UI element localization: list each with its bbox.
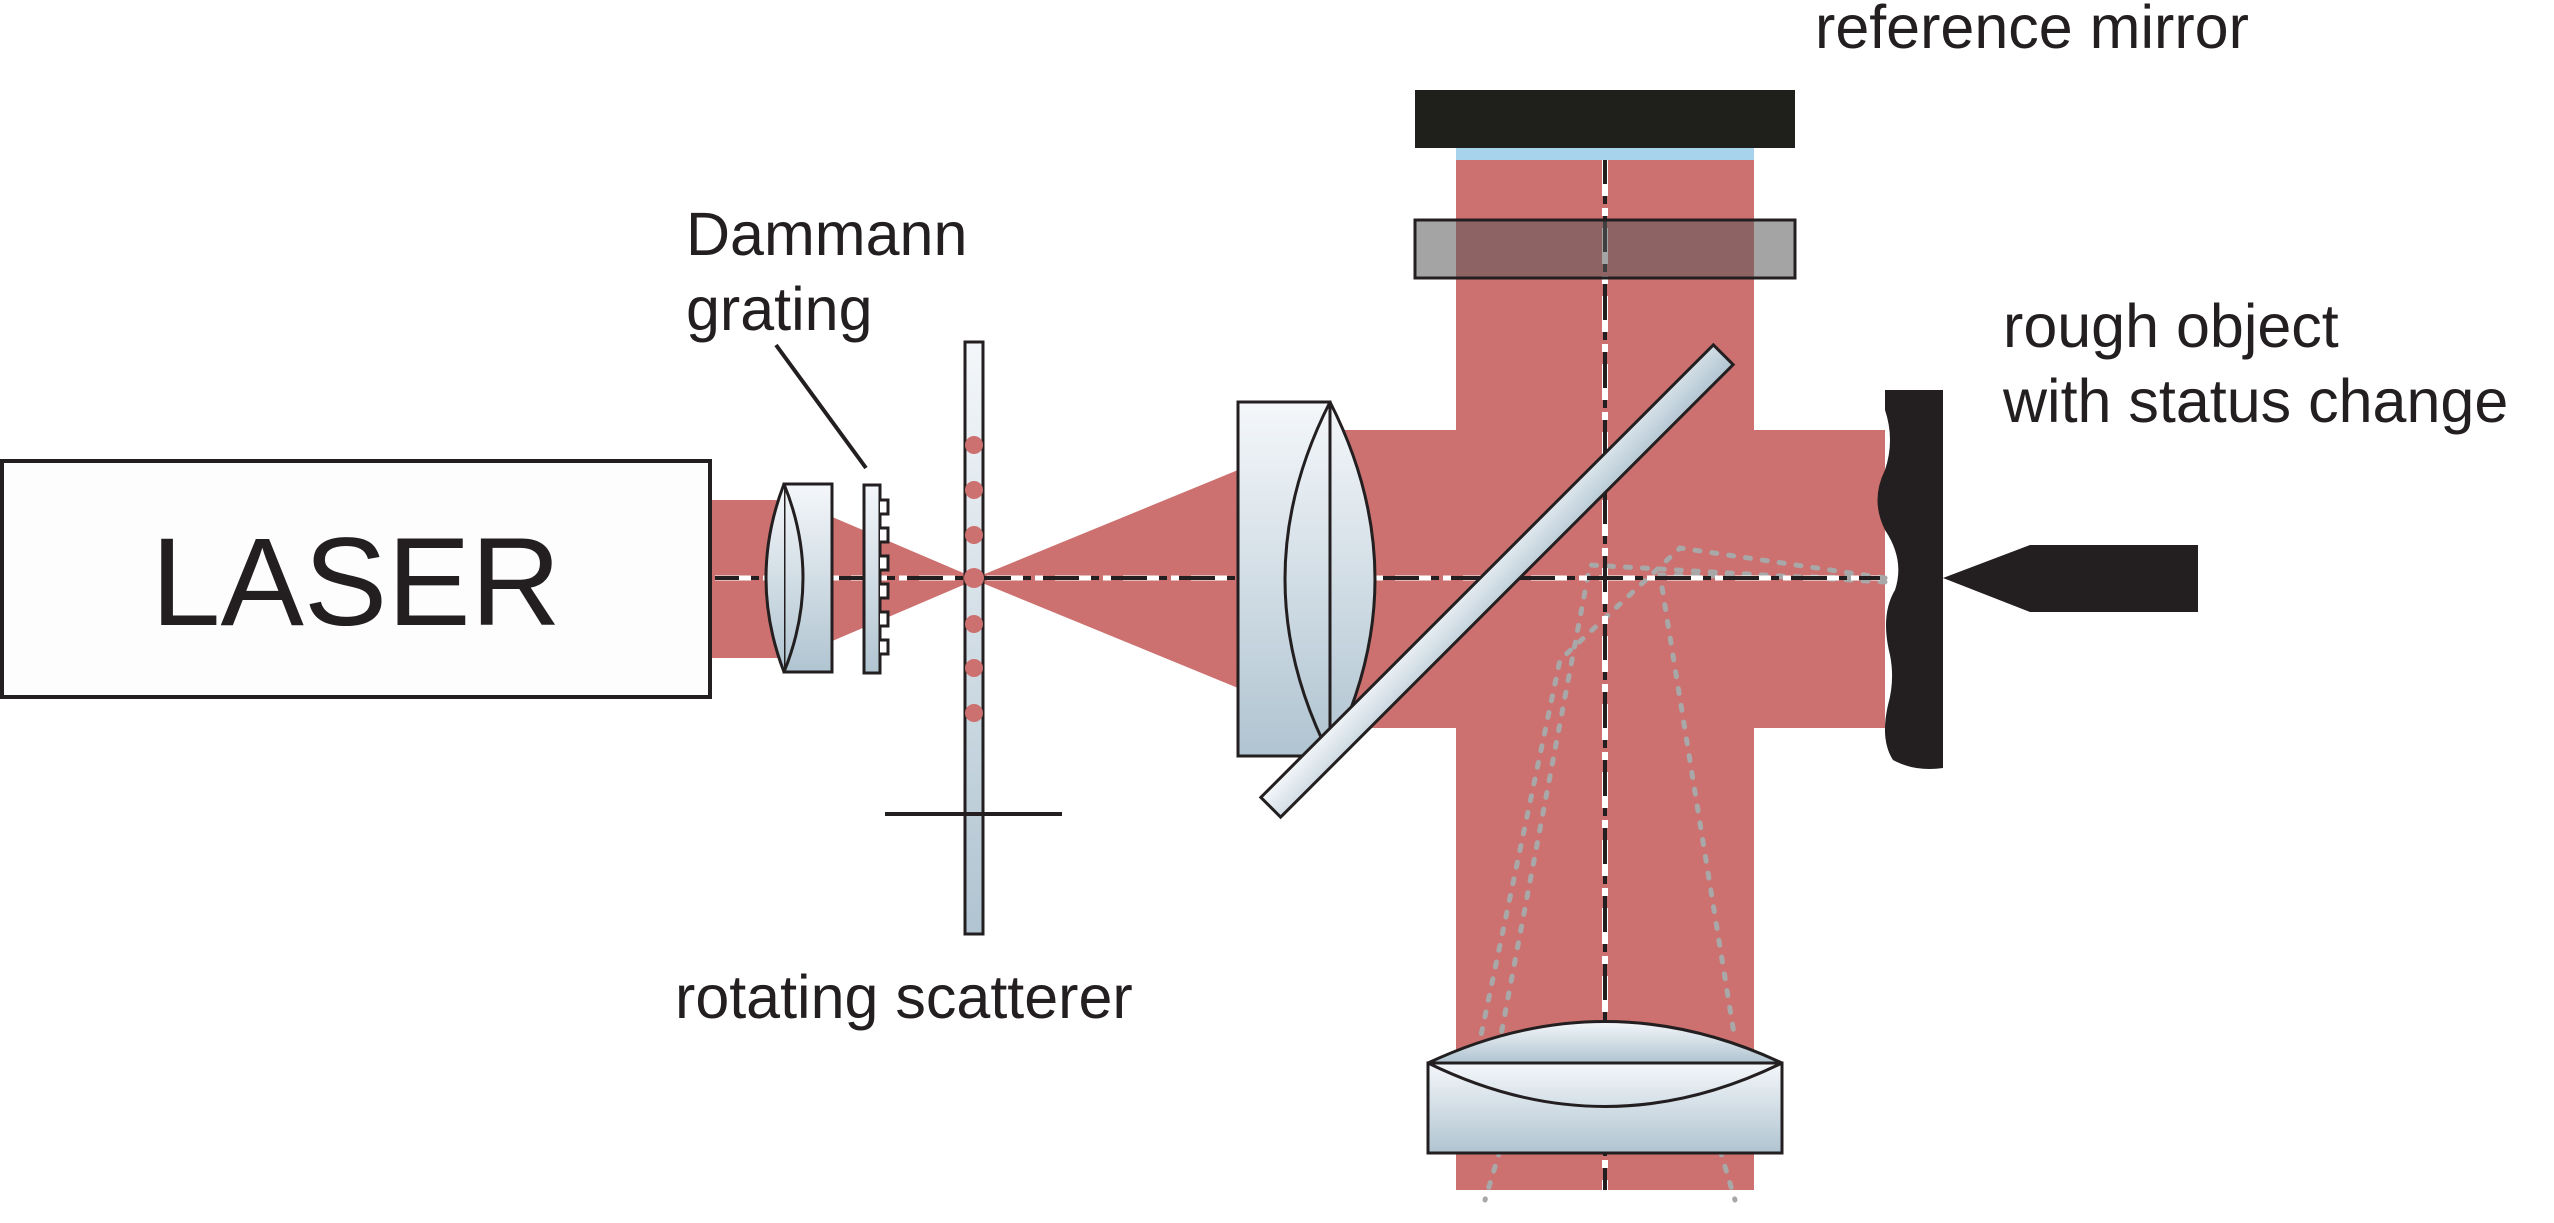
laser-box bbox=[0, 459, 712, 699]
rough-object-label-line2: with status change bbox=[2002, 367, 2508, 435]
rough-object bbox=[1877, 390, 1943, 769]
object-actuator bbox=[1943, 545, 2198, 612]
mirror-body bbox=[1415, 90, 1795, 148]
beam-splitter bbox=[1258, 342, 1736, 820]
rough-object-label-line1: rough object bbox=[2003, 292, 2339, 360]
reference-mirror bbox=[1415, 90, 1795, 160]
gray-filter bbox=[1413, 218, 1797, 280]
diffraction-spots bbox=[964, 436, 984, 722]
rotating-scatterer bbox=[885, 340, 1062, 936]
dammann-leader-line bbox=[774, 343, 868, 470]
dammann-grating bbox=[862, 483, 890, 675]
rotating-scatterer-label: rotating scatterer bbox=[675, 963, 1133, 1031]
grating-teeth bbox=[878, 485, 890, 673]
dammann-label-line2: grating bbox=[686, 275, 873, 343]
mirror-coating bbox=[1456, 148, 1754, 160]
reference-mirror-label: reference mirror bbox=[1815, 0, 2249, 61]
dammann-label-line1: Dammann bbox=[686, 200, 967, 268]
laser-label: LASER bbox=[151, 513, 561, 652]
focusing-lens bbox=[764, 482, 834, 674]
imaging-lens bbox=[1426, 1020, 1784, 1155]
